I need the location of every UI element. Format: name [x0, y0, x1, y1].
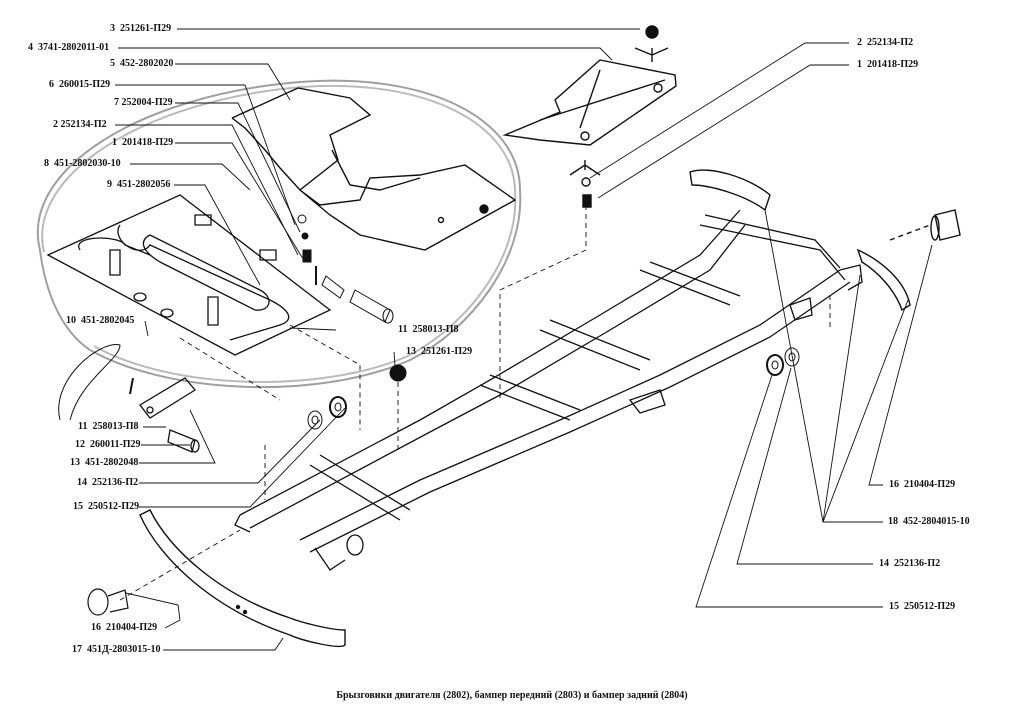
label-13-center: 13 251261-П29 — [406, 346, 473, 357]
front-nut-washer — [308, 365, 406, 429]
label-11-center: 11 258013-П8 — [398, 324, 459, 335]
label-12: 12 260011-П29 — [75, 439, 141, 450]
rear-nut-washer — [767, 348, 799, 375]
label-5: 5 452-2802020 — [110, 58, 174, 69]
label-14-left: 14 252136-П2 — [77, 477, 139, 488]
label-2-right: 2 252134-П2 — [857, 37, 914, 48]
diagram-caption: Брызговики двигателя (2802), бампер пере… — [336, 690, 688, 701]
label-6: 6 260015-П29 — [49, 79, 111, 90]
label-16-right: 16 210404-П29 — [889, 479, 956, 490]
assembly-lines — [120, 45, 830, 600]
highlight-ellipse — [38, 81, 520, 387]
label-9: 9 451-2802056 — [107, 179, 171, 190]
label-13-left: 13 451-2802048 — [70, 457, 139, 468]
label-15-right: 15 250512-П29 — [889, 601, 956, 612]
label-17: 17 451Д-2803015-10 — [72, 644, 161, 655]
rear-bumper-bar — [690, 170, 960, 310]
label-7: 7 252004-П29 — [114, 97, 173, 108]
label-10: 10 451-2802045 — [66, 315, 135, 326]
leader-lines — [115, 29, 932, 650]
bracket-13 — [130, 378, 199, 452]
chassis-frame — [235, 210, 862, 570]
label-15-left: 15 250512-П29 — [73, 501, 140, 512]
mudguard-lower-plate — [48, 195, 330, 355]
label-16-left: 16 210404-П29 — [91, 622, 158, 633]
mudguard-hardware — [59, 215, 393, 420]
label-1-right: 1 201418-П29 — [857, 59, 919, 70]
label-1-left: 1 201418-П29 — [112, 137, 174, 148]
mudguard-panel-4 — [505, 26, 676, 207]
front-bumper-bolt — [88, 589, 128, 615]
label-18: 18 452-2804015-10 — [888, 516, 970, 527]
label-11-left: 11 258013-П8 — [78, 421, 139, 432]
mudguard-upper-panel — [232, 88, 515, 250]
front-bumper — [140, 510, 345, 646]
label-4: 4 3741-2802011-01 — [28, 42, 110, 53]
label-8: 8 451-2802030-10 — [44, 158, 121, 169]
label-14-right: 14 252136-П2 — [879, 558, 941, 569]
label-2-left: 2 252134-П2 — [53, 119, 107, 130]
label-3-top: 3 251261-П29 — [110, 23, 172, 34]
